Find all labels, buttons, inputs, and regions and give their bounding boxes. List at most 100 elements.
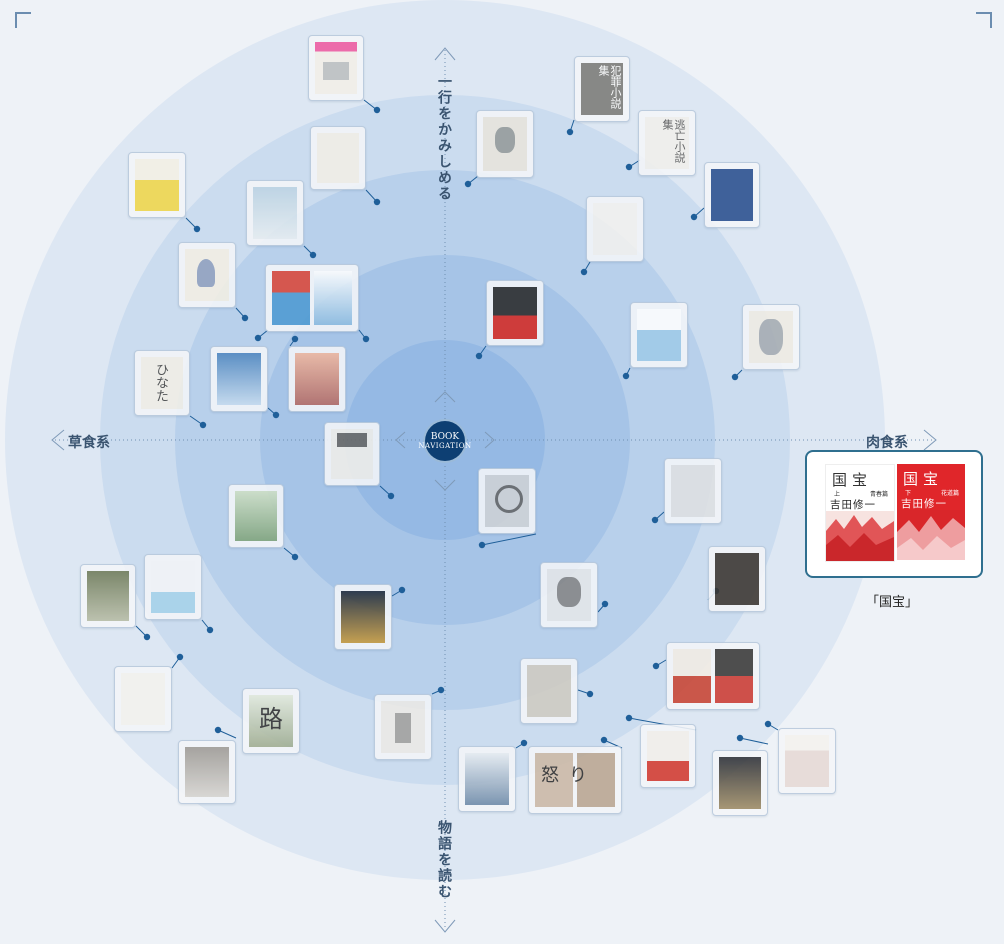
connector-line-33 (217, 729, 237, 739)
book-card-black-red[interactable] (486, 280, 544, 346)
book-card-center-left[interactable] (324, 422, 380, 486)
book-card-man[interactable] (742, 304, 800, 370)
connector-dot-14 (731, 373, 739, 381)
connector-dot-34 (520, 739, 528, 747)
book-card-harbor[interactable] (630, 302, 688, 368)
connector-dot-29 (176, 653, 184, 661)
book-card-pair-portraits[interactable] (666, 642, 760, 710)
book-card-boy[interactable] (540, 562, 598, 628)
book-title-hinata: ひなた (153, 363, 168, 402)
book-card-grey[interactable] (664, 458, 722, 524)
volume2-title: 国宝 (903, 470, 944, 488)
book-card-manga[interactable] (520, 658, 578, 724)
connector-dot-7 (309, 251, 317, 259)
connector-dot-13 (622, 372, 630, 380)
axis-left-label: 草食系 (68, 435, 110, 451)
connector-dot-2 (625, 163, 633, 171)
book-card-cloud[interactable] (246, 180, 304, 246)
book-card-olive[interactable] (80, 564, 136, 628)
badge-line1: BOOK (430, 432, 460, 442)
book-card-michi[interactable]: 路 (242, 688, 300, 754)
selected-book-volume1[interactable]: 国宝 上 青春篇 吉田修一 (825, 464, 895, 562)
corner-bracket-top-left (15, 12, 31, 28)
arrow-left (51, 429, 65, 451)
book-card-magnifier[interactable] (478, 468, 536, 534)
book-card-sunset[interactable] (288, 346, 346, 412)
volume1-illustration (826, 511, 894, 561)
connector-dot-37 (764, 720, 772, 728)
connector-dot-6 (690, 213, 698, 221)
connector-dot-30 (586, 690, 594, 698)
corner-bracket-top-right (976, 12, 992, 28)
connector-dot-32 (625, 714, 633, 722)
book-title-toubou: 逃亡小説集 (661, 119, 686, 163)
book-card-forest[interactable] (228, 484, 284, 548)
book-card-umareru[interactable] (586, 196, 644, 262)
book-card-yoshida-red[interactable] (778, 728, 836, 794)
axis-lines (51, 47, 937, 933)
book-title-ikari: 怒り (541, 765, 597, 786)
connector-dot-15 (199, 421, 207, 429)
connector-line-36 (739, 737, 769, 745)
connector-dot-5 (193, 225, 201, 233)
book-card-pair-ikari[interactable]: 怒り (528, 746, 622, 814)
arrow-top (434, 47, 456, 61)
book-card-hinata[interactable]: ひなた (134, 350, 190, 416)
volume2-subtitle: 花道篇 (941, 490, 960, 497)
axis-right-label: 肉食系 (866, 435, 908, 451)
connector-dot-27 (398, 586, 406, 594)
arrow-inner-left (395, 431, 406, 449)
book-card-toubou[interactable]: 逃亡小説集 (638, 110, 696, 176)
book-card-blue-top[interactable] (704, 162, 760, 228)
book-card-crowd[interactable] (708, 546, 766, 612)
book-card-night[interactable] (334, 584, 392, 650)
book-card-top-3[interactable] (310, 126, 366, 190)
badge-line2: NAVIGATION (418, 442, 472, 450)
book-card-flowers[interactable] (712, 750, 768, 816)
book-card-tower[interactable] (458, 746, 516, 812)
book-card-light-blue[interactable] (144, 554, 202, 620)
arrow-inner-right (484, 431, 495, 449)
connector-dot-12 (475, 352, 483, 360)
connector-dot-11 (362, 335, 370, 343)
connector-dot-24 (206, 626, 214, 634)
book-card-sky-novel[interactable] (114, 666, 172, 732)
book-card-crossing[interactable] (178, 740, 236, 804)
volume1-vol: 上 (834, 491, 841, 498)
connector-dot-22 (291, 553, 299, 561)
connector-dot-19 (387, 492, 395, 500)
axis-top-label: 一行をかみしめる (436, 74, 452, 202)
book-card-girl[interactable] (178, 242, 236, 308)
connector-dot-20 (651, 516, 659, 524)
connector-dot-33 (214, 726, 222, 734)
connector-dot-17 (291, 335, 299, 343)
volume1-author: 吉田修一 (830, 499, 876, 511)
connector-dot-0 (373, 106, 381, 114)
selected-book-caption: 「国宝」 (866, 595, 919, 610)
arrow-inner-top (434, 391, 456, 403)
arrow-inner-bottom (434, 479, 456, 491)
volume2-author: 吉田修一 (901, 498, 947, 510)
selected-book-card[interactable]: 国宝 上 青春篇 吉田修一 国宝 下 花道篇 吉田修一 (805, 450, 983, 578)
connector-dot-25 (143, 633, 151, 641)
book-navigation-badge[interactable]: BOOK NAVIGATION (418, 421, 471, 461)
connector-dot-16 (272, 411, 280, 419)
connector-dot-26 (601, 600, 609, 608)
book-card-top-1[interactable] (308, 35, 364, 101)
connector-line-21 (481, 533, 537, 546)
volume1-subtitle: 青春篇 (870, 491, 889, 498)
volume2-vol: 下 (905, 490, 912, 497)
selected-book-volume2[interactable]: 国宝 下 花道篇 吉田修一 (897, 464, 965, 560)
connector-dot-31 (437, 686, 445, 694)
book-card-yellow[interactable] (128, 152, 186, 218)
book-card-pair-sea[interactable] (265, 264, 359, 332)
connector-dot-10 (254, 334, 262, 342)
book-card-hanzai[interactable]: 犯罪小説集 (574, 56, 630, 122)
connector-dot-3 (464, 180, 472, 188)
book-card-dancer[interactable] (374, 694, 432, 760)
axis-bottom-label: 物語を読む (436, 820, 452, 900)
book-card-kimono[interactable] (640, 724, 696, 788)
book-card-building[interactable] (210, 346, 268, 412)
arrow-right (923, 429, 937, 451)
book-card-top-2[interactable] (476, 110, 534, 178)
